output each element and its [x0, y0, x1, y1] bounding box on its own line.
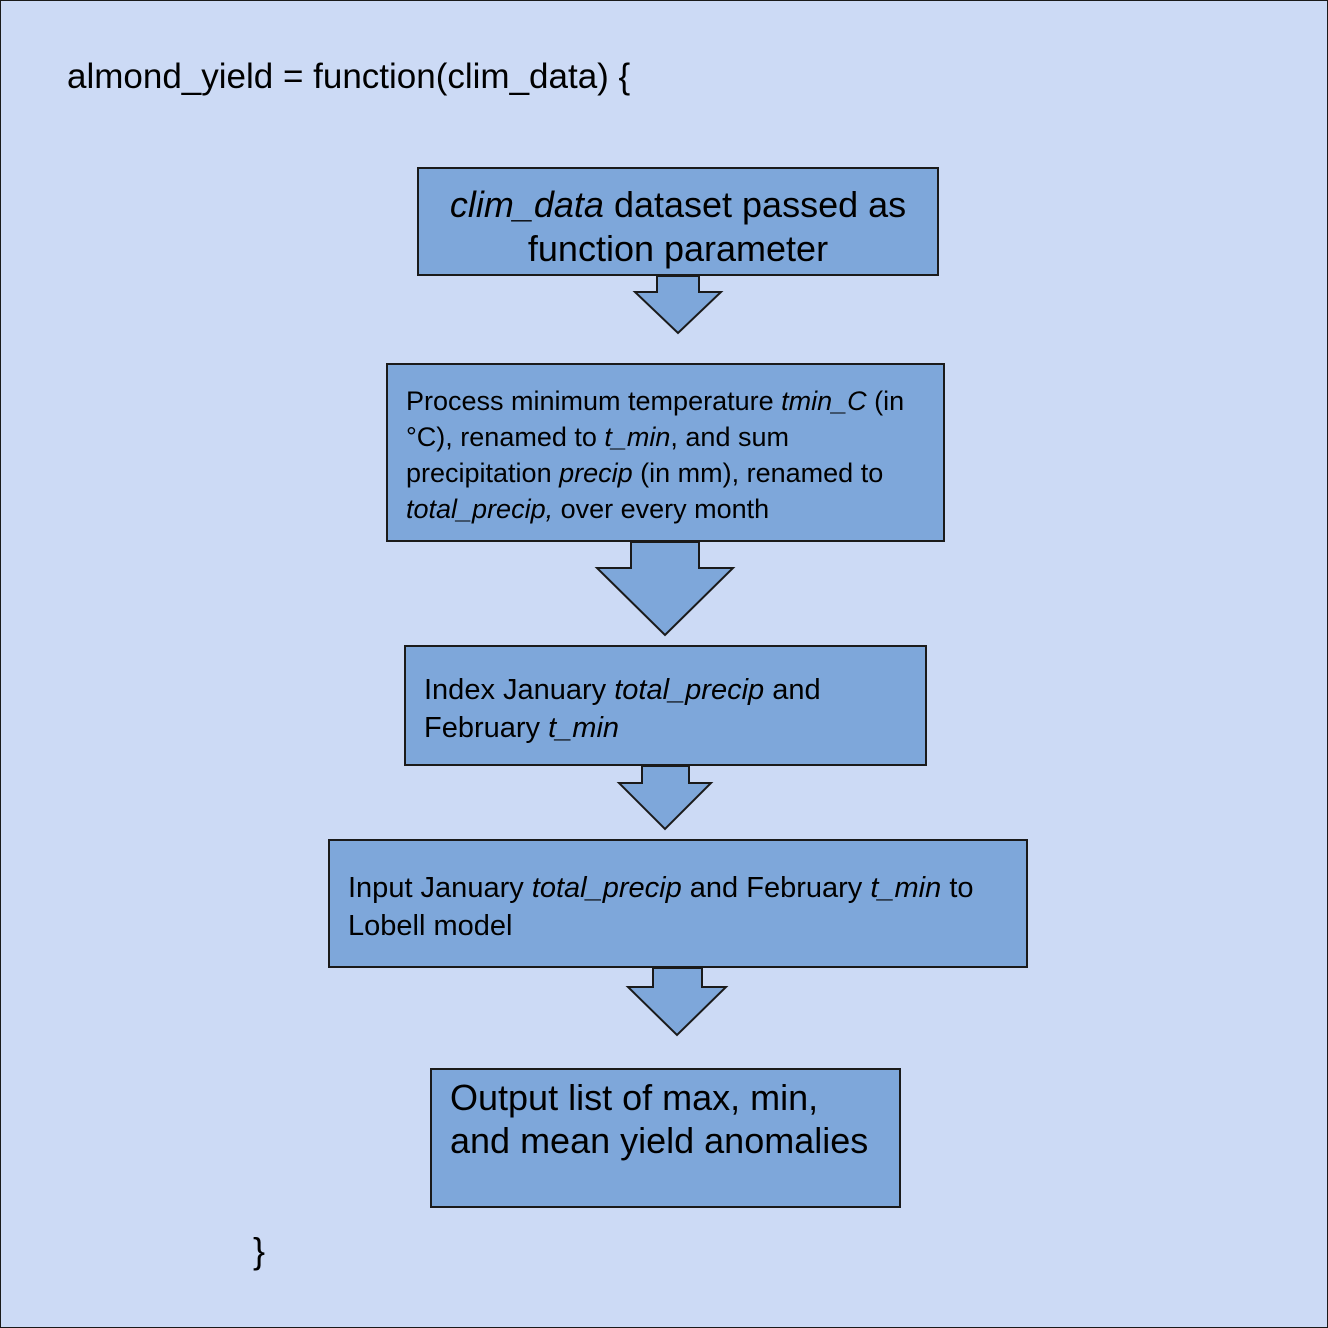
step-text: , and sum precipitation [406, 422, 789, 488]
variable-name-text: total_precip [531, 872, 682, 904]
arrow-down-1 [632, 275, 724, 335]
step-text: Input January [348, 872, 532, 904]
step-box-process-monthly: Process minimum temperature tmin_C (in °… [386, 363, 945, 542]
arrow-down-2 [594, 541, 736, 637]
step-box-output-anomalies: Output list of max, min, and mean yield … [430, 1068, 901, 1208]
step-text: (in °C), renamed to [406, 386, 905, 452]
step-text: Index January [424, 674, 615, 706]
variable-name-text: t_min [604, 422, 671, 452]
variable-name-text: total_precip, [406, 494, 554, 524]
function-header: almond_yield = function(clim_data) { [67, 57, 631, 96]
step-box-lobell-model: Input January total_precip and February … [328, 839, 1028, 968]
variable-name-text: t_min [548, 712, 620, 744]
step-text: Process minimum temperature [406, 386, 782, 416]
step-text: (in mm), renamed to [632, 458, 884, 488]
step-text: over every month [553, 494, 770, 524]
arrow-down-3 [616, 765, 714, 831]
variable-name-text: tmin_C [781, 386, 867, 416]
arrow-down-4 [625, 967, 729, 1037]
step-box-index-months: Index January total_precip and February … [404, 645, 927, 766]
step-text: to Lobell model [348, 872, 974, 942]
variable-name-text: clim_data [449, 184, 604, 225]
step-text: and February [681, 872, 871, 904]
variable-name-text: total_precip [614, 674, 765, 706]
variable-name-text: precip [559, 458, 633, 488]
variable-name-text: t_min [870, 872, 942, 904]
step-box-input-parameter: clim_data dataset passed as function par… [417, 167, 939, 276]
step-text: dataset passed as function parameter [527, 184, 907, 269]
step-text: and February [424, 674, 821, 744]
step-text: Output list of max, min, and mean yield … [450, 1077, 869, 1161]
closing-brace: } [253, 1230, 266, 1271]
